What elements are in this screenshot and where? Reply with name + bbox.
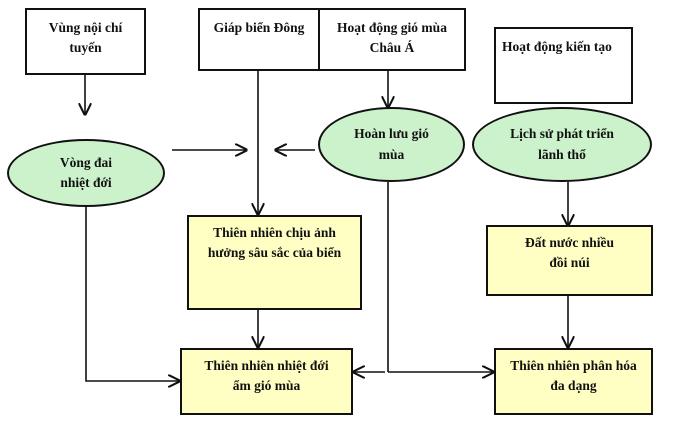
box-dat-nuoc-doi-nui: Đất nước nhiều đồi núi	[486, 225, 653, 296]
box-hoat-dong-gio-mua: Hoạt động gió mùa Châu Á	[318, 8, 466, 71]
box-giap-bien-dong: Giáp biển Đông	[198, 8, 320, 71]
ellipse-hoan-luu-gio-mua: Hoàn lưu gió mùa	[318, 107, 465, 182]
arrow-vong-dai-to-nhiet-doi	[85, 190, 179, 381]
box-phan-hoa-da-dang: Thiên nhiên phân hóa đa dạng	[494, 348, 653, 415]
box-vung-noi-chi-tuyen: Vùng nội chí tuyến	[25, 8, 146, 75]
box-hoat-dong-kien-tao: Hoạt động kiến tạo	[494, 27, 633, 104]
box-anh-huong-bien: Thiên nhiên chịu ảnh hưởng sâu sắc của b…	[187, 215, 362, 310]
box-nhiet-doi-am-gio-mua: Thiên nhiên nhiệt đới ẩm gió mùa	[180, 348, 353, 415]
ellipse-lich-su-phat-trien: Lịch sử phát triển lãnh thổ	[472, 107, 652, 182]
ellipse-vong-dai-nhiet-doi: Vòng đai nhiệt đới	[7, 139, 165, 207]
